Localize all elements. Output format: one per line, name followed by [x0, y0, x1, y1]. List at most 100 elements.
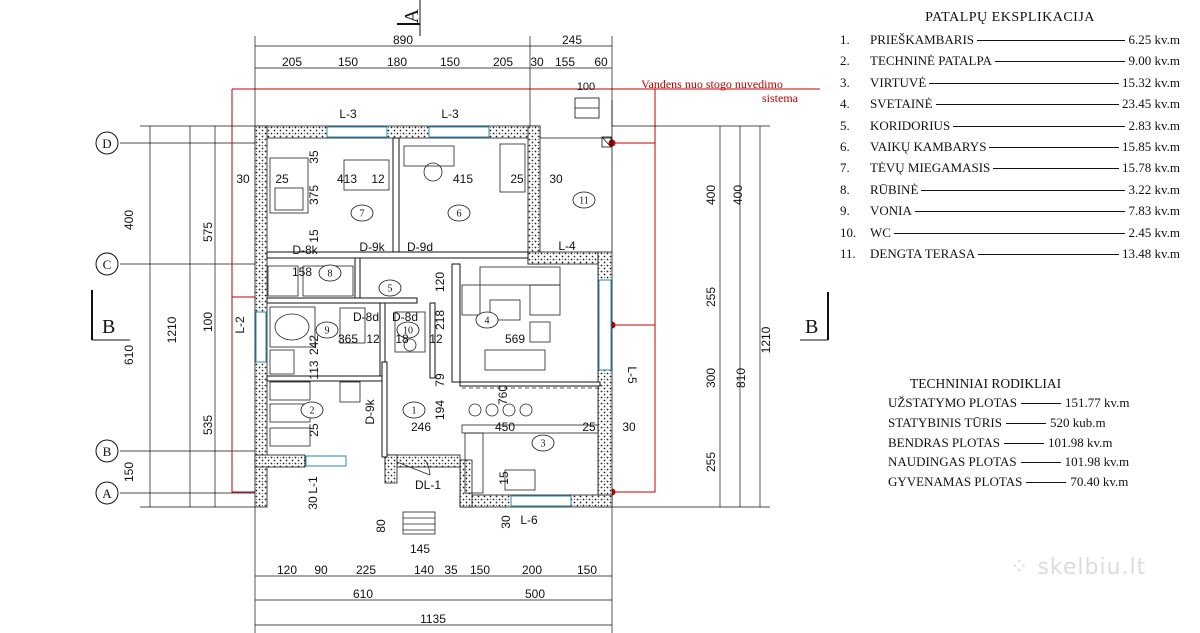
opening-l6: L-6 — [520, 513, 538, 527]
indicator-value: 101.98 kv.m — [1064, 454, 1130, 470]
dim-left-575: 575 — [201, 222, 215, 242]
dim-right-255a: 255 — [704, 287, 718, 307]
leader-line — [989, 146, 1119, 148]
dim-w12a: 12 — [371, 172, 385, 186]
technical-row: STATYBINIS TŪRIS 520 kub.m — [888, 415, 1168, 435]
dim-porch-145: 145 — [410, 542, 430, 556]
dim-w413: 413 — [337, 172, 357, 186]
door-d8d-a: D-8d — [353, 310, 379, 324]
door-d9k-lower: D-9k — [363, 398, 377, 424]
section-label-a: A — [401, 8, 423, 23]
door-d9k-top: D-9k — [359, 240, 385, 254]
axis-marker-b: B — [95, 439, 119, 463]
dim-w415: 415 — [453, 172, 473, 186]
room-marker-label: 6 — [457, 209, 462, 220]
axis-marker-a: A — [95, 481, 119, 505]
opening-l1: L-1 — [306, 476, 320, 494]
dim-bottom-segment: 150 — [470, 563, 490, 577]
room-number: 1. — [840, 32, 850, 47]
dim-w30b: 30 — [549, 172, 563, 186]
opening-l2: L-2 — [233, 316, 247, 334]
room-number: 6. — [840, 138, 850, 154]
dim-bottom-segment: 120 — [277, 563, 297, 577]
interior-walls — [266, 137, 601, 458]
indicator-name: STATYBINIS TŪRIS — [888, 414, 1002, 430]
section-label-b-left: B — [102, 316, 115, 338]
leader-line — [1004, 442, 1045, 444]
room-marker-label: 10 — [403, 326, 413, 337]
dim-bottom-500: 500 — [525, 587, 545, 601]
windows — [255, 126, 612, 507]
dim-top-right: 245 — [562, 33, 582, 47]
section-marker-b-right: B — [800, 292, 829, 341]
dim-bottom-segment: 140 — [414, 563, 434, 577]
opening-dl1: DL-1 — [415, 478, 441, 492]
room-marker — [447, 204, 471, 222]
dim-left-overall: 1210 — [165, 316, 179, 343]
room-number: 11. — [840, 245, 856, 261]
dimension-lines — [140, 36, 770, 633]
explication-row: 3. VIRTUVĖ 15.32 kv.m — [840, 75, 1180, 96]
room-marker — [396, 321, 420, 339]
room-marker — [350, 204, 374, 222]
dim-right-1210: 1210 — [759, 326, 773, 353]
dim-bottom-1135: 1135 — [420, 612, 446, 626]
room-area: 7.83 kv.m — [1128, 203, 1180, 219]
dim-h15b: 15 — [497, 471, 511, 485]
dim-top-segment: 150 — [440, 55, 460, 69]
dim-bottom-segment: 225 — [356, 563, 376, 577]
room-area: 23.45 kv.m — [1121, 96, 1180, 112]
indicator-name: GYVENAMAS PLOTAS — [888, 474, 1023, 490]
watermark: ⁘ skelbiu.lt — [1010, 555, 1146, 580]
room-number: 8. — [840, 181, 850, 197]
door-d8d-b: D-8d — [392, 310, 418, 324]
leader-line — [935, 104, 1119, 106]
dim-w569: 569 — [505, 332, 525, 346]
indicator-value: 520 kub.m — [1049, 414, 1106, 430]
room-number: 3. — [840, 74, 850, 90]
room-number: 10. — [840, 224, 857, 240]
room-area: 15.78 kv.m — [1121, 160, 1180, 176]
dim-right-300: 300 — [704, 368, 718, 388]
room-marker — [378, 279, 402, 297]
dim-h120: 120 — [433, 272, 447, 292]
section-label-b-right: B — [805, 316, 818, 338]
dim-w25b: 25 — [510, 172, 524, 186]
dim-h375: 375 — [307, 185, 321, 205]
leader-line — [1020, 462, 1061, 464]
opening-l5: L-5 — [625, 366, 639, 384]
section-marker-a: A — [397, 0, 423, 36]
room-name: PRIEŠKAMBARIS — [870, 32, 975, 47]
room-marker — [475, 311, 499, 329]
axis-label-d: D — [102, 136, 111, 151]
room-marker — [315, 321, 339, 339]
dim-top-segment: 30 — [530, 55, 544, 69]
dim-w30c: 30 — [622, 420, 636, 434]
watermark-text: skelbiu.lt — [1037, 555, 1147, 580]
room-name: VIRTUVĖ — [870, 74, 927, 90]
dim-h30: 30 — [306, 496, 320, 510]
dim-left-400: 400 — [122, 210, 136, 230]
section-marker-b-left: B — [91, 290, 130, 341]
dim-top-segment: 205 — [282, 55, 302, 69]
leader-line — [1026, 482, 1067, 484]
room-marker — [300, 401, 324, 419]
dim-right-255b: 255 — [704, 452, 718, 472]
dim-bottom-segment: 150 — [577, 563, 597, 577]
dim-w365: 365 — [338, 332, 358, 346]
room-area: 15.32 kv.m — [1121, 74, 1180, 90]
axis-marker-d: D — [95, 131, 119, 155]
dim-left-610: 610 — [122, 345, 136, 365]
explication-title: PATALPŲ EKSPLIKACIJA — [925, 10, 1095, 25]
